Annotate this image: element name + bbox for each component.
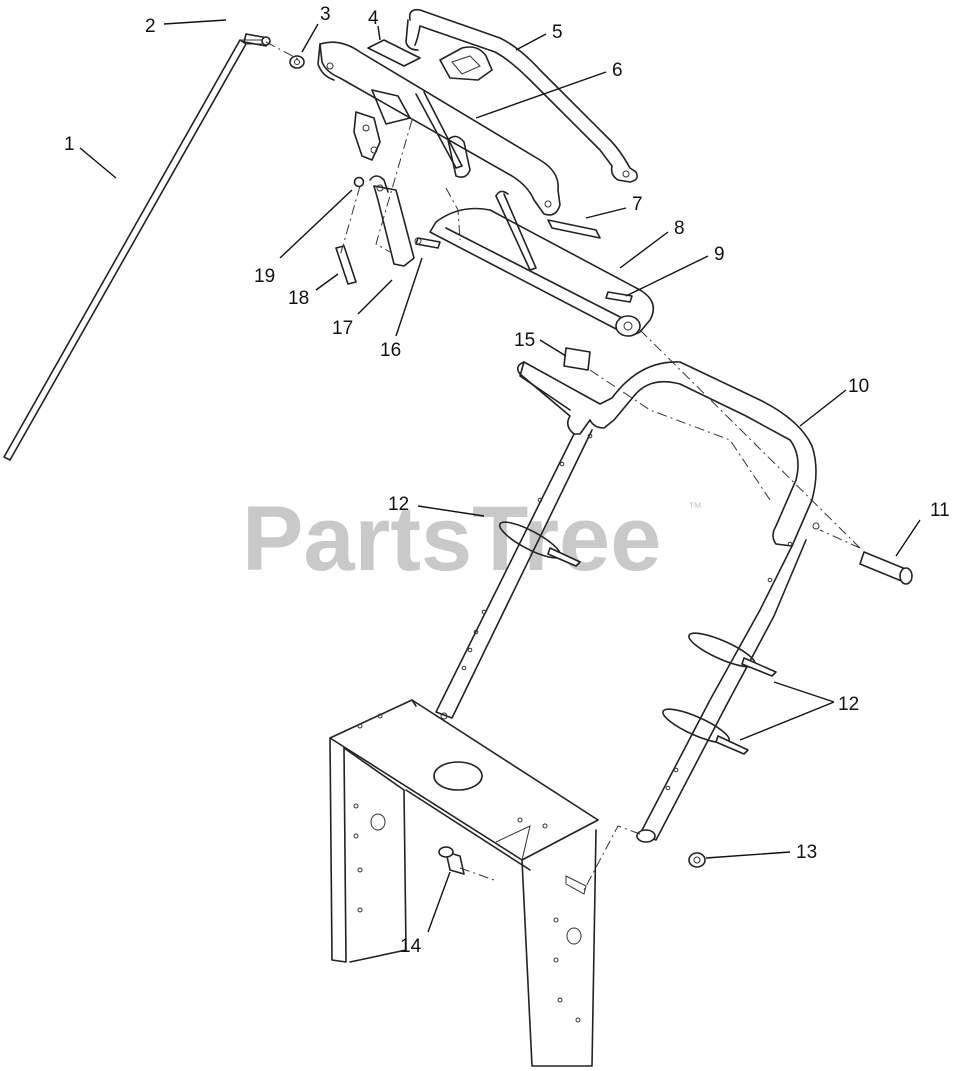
- handle-mount-frame: [329, 699, 599, 1067]
- callout-leaders: [79, 19, 921, 933]
- watermark-trademark: ™: [688, 499, 702, 515]
- part-12-cable-tie-upper[interactable]: [496, 516, 581, 567]
- callout-11: 11: [930, 500, 950, 521]
- callout-8: 8: [674, 218, 685, 239]
- callout-18: 18: [288, 288, 309, 309]
- part-19-nut[interactable]: [353, 176, 365, 188]
- alignment-lines: [265, 41, 861, 891]
- callout-12-lower: 12: [838, 694, 859, 715]
- part-17-bracket[interactable]: [369, 175, 415, 267]
- callout-17: 17: [332, 318, 353, 339]
- part-13-nut[interactable]: [688, 852, 706, 868]
- part-14-bolt[interactable]: [438, 846, 465, 875]
- callout-16: 16: [380, 340, 401, 361]
- callout-19: 19: [254, 266, 275, 287]
- callout-6: 6: [612, 60, 623, 81]
- part-1-control-rod[interactable]: [3, 39, 262, 461]
- callout-12-upper: 12: [388, 494, 409, 515]
- part-15-block[interactable]: [563, 347, 591, 371]
- callout-3: 3: [320, 4, 331, 25]
- part-10-main-handle[interactable]: [435, 361, 820, 843]
- part-6-upper-handle[interactable]: [317, 41, 561, 216]
- part-8-crossbar[interactable]: [429, 190, 655, 337]
- callout-2: 2: [145, 16, 156, 37]
- part-5-bail[interactable]: [405, 8, 638, 183]
- callout-1: 1: [64, 134, 75, 155]
- callout-14: 14: [400, 936, 422, 957]
- part-4-clip[interactable]: [367, 39, 493, 81]
- part-16-bolt[interactable]: [414, 237, 441, 249]
- part-12-cable-tie-middle[interactable]: [685, 627, 777, 677]
- part-7-decal[interactable]: [547, 219, 601, 239]
- part-9-pin[interactable]: [605, 291, 633, 303]
- callout-5: 5: [552, 22, 563, 43]
- callout-9: 9: [714, 244, 725, 265]
- callout-7: 7: [632, 194, 643, 215]
- callout-13: 13: [796, 842, 817, 863]
- callout-labels: 1 2 3 4 5 6 7 8 9 10 11 12 12 13 14 15 1…: [64, 4, 950, 957]
- callout-10: 10: [848, 376, 869, 397]
- callout-15: 15: [514, 330, 535, 351]
- part-3-nut[interactable]: [289, 55, 305, 69]
- callout-4: 4: [368, 8, 379, 29]
- part-11-pivot-pin[interactable]: [859, 551, 913, 585]
- watermark-text: PartsTree: [242, 488, 661, 590]
- part-18-shim[interactable]: [335, 245, 357, 285]
- part-12-cable-tie-lower[interactable]: [659, 703, 749, 755]
